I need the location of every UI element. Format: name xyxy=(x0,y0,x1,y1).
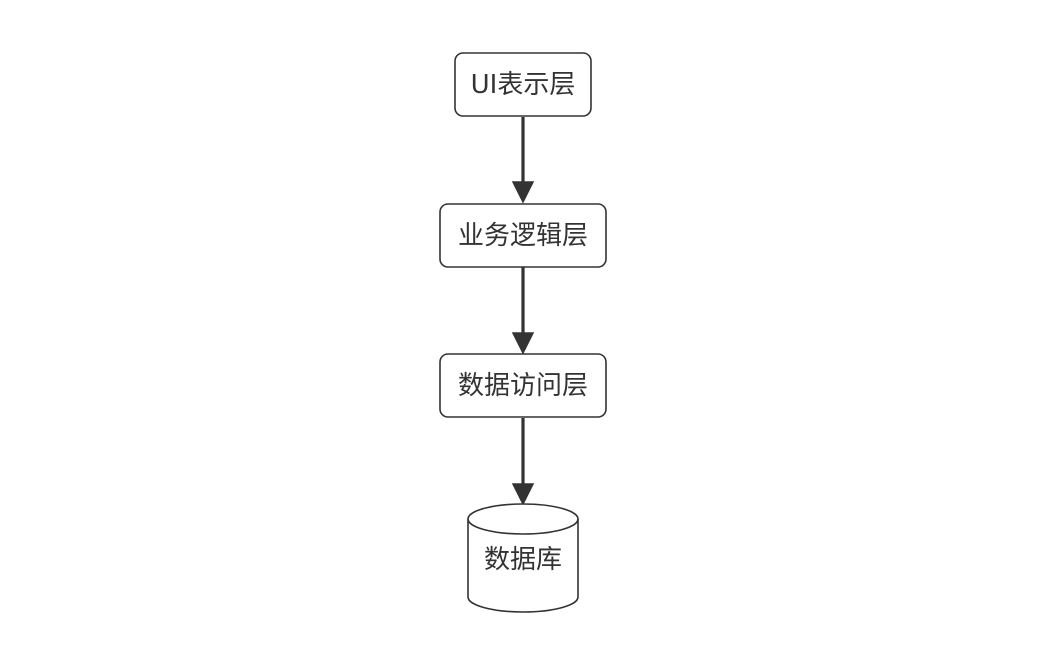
node-label: 业务逻辑层 xyxy=(458,221,588,251)
node-business-logic-layer[interactable]: 业务逻辑层 xyxy=(439,203,607,268)
node-box xyxy=(454,52,592,117)
edge-business-to-data-access xyxy=(511,267,535,355)
node-box xyxy=(439,353,607,418)
node-label: 数据访问层 xyxy=(458,371,588,401)
arrowhead-icon xyxy=(511,181,535,204)
node-label: 数据库 xyxy=(484,545,562,575)
arrowhead-icon xyxy=(511,483,535,506)
node-ui-layer[interactable]: UI表示层 xyxy=(454,52,592,117)
cylinder-top-rim xyxy=(467,518,579,535)
node-label: UI表示层 xyxy=(471,70,576,100)
edge-data-access-to-database xyxy=(511,418,535,506)
node-data-access-layer[interactable]: 数据访问层 xyxy=(439,353,607,418)
node-database[interactable]: 数据库 xyxy=(467,503,579,613)
arrowhead-icon xyxy=(511,332,535,355)
database-cylinder-icon xyxy=(467,503,579,613)
edge-ui-to-business xyxy=(511,117,535,204)
node-box xyxy=(439,203,607,268)
